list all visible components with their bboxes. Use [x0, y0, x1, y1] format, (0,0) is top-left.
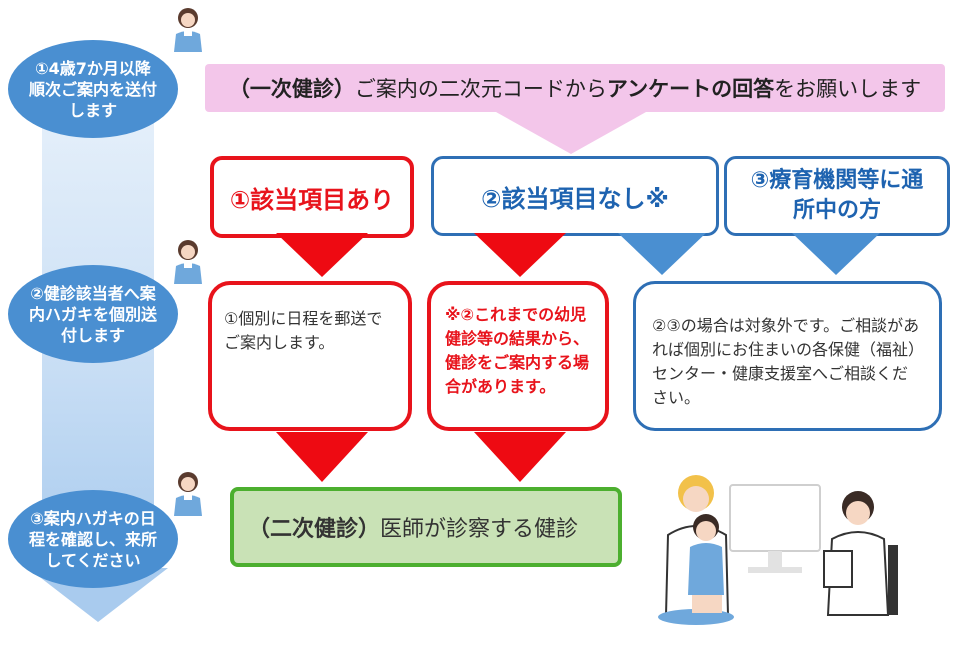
info-may-invite-text: ※②これまでの幼児健診等の結果から、健診をご案内する場合があります。 — [445, 305, 590, 396]
info-schedule-mail-text: ①個別に日程を郵送でご案内します。 — [224, 309, 383, 352]
nurse-icon — [174, 240, 202, 284]
secondary-checkup-box: （二次健診） 医師が診察する健診 — [230, 487, 622, 567]
choice-therapy-facility-text: ③療育機関等に通所中の方 — [750, 168, 924, 223]
choice-applicable-text: ①該当項目あり — [229, 185, 395, 214]
info-may-invite: ※②これまでの幼児健診等の結果から、健診をご案内する場合があります。 — [427, 281, 609, 431]
step-2-text: ②健診該当者へ案内ハガキを個別送付します — [28, 283, 157, 345]
choice-therapy-facility: ③療育機関等に通所中の方 — [724, 156, 950, 236]
questionnaire-banner: （一次健診） ご案内の二次元コードから アンケートの回答 をお願いします — [205, 64, 945, 112]
banner-text-1: ご案内の二次元コードから — [354, 77, 607, 101]
step-3-oval: ③案内ハガキの日程を確認し、来所してください — [8, 490, 178, 588]
nurse-icon — [174, 8, 202, 52]
final-text: 医師が診察する健診 — [380, 517, 579, 542]
step-2-oval: ②健診該当者へ案内ハガキを個別送付します — [8, 265, 178, 363]
step-3-text: ③案内ハガキの日程を確認し、来所してください — [28, 508, 157, 570]
arrow-down — [474, 432, 566, 482]
nurse-icon — [174, 472, 202, 516]
info-schedule-mail: ①個別に日程を郵送でご案内します。 — [208, 281, 412, 431]
banner-arrow — [496, 112, 646, 154]
choice-not-applicable-text: ②該当項目なし※ — [481, 184, 669, 213]
final-label: （二次健診） — [248, 517, 381, 542]
banner-bold-text: アンケートの回答 — [606, 77, 775, 101]
doctor-consultation-illustration — [658, 475, 898, 625]
arrow-down — [618, 233, 706, 275]
info-out-of-scope-text: ②③の場合は対象外です。ご相談があれば個別にお住まいの各保健（福祉）センター・健… — [652, 316, 920, 407]
arrow-down — [276, 233, 368, 277]
banner-text-2: をお願いします — [774, 77, 922, 101]
banner-label: （一次健診） — [228, 77, 355, 101]
step-1-text: ①4歳7か月以降順次ご案内を送付します — [28, 58, 157, 120]
choice-applicable: ①該当項目あり — [210, 156, 414, 238]
arrow-down — [474, 233, 566, 277]
arrow-down — [276, 432, 368, 482]
choice-not-applicable: ②該当項目なし※ — [431, 156, 719, 236]
arrow-down — [792, 233, 880, 275]
step-1-oval: ①4歳7か月以降順次ご案内を送付します — [8, 40, 178, 138]
info-out-of-scope: ②③の場合は対象外です。ご相談があれば個別にお住まいの各保健（福祉）センター・健… — [633, 281, 942, 431]
